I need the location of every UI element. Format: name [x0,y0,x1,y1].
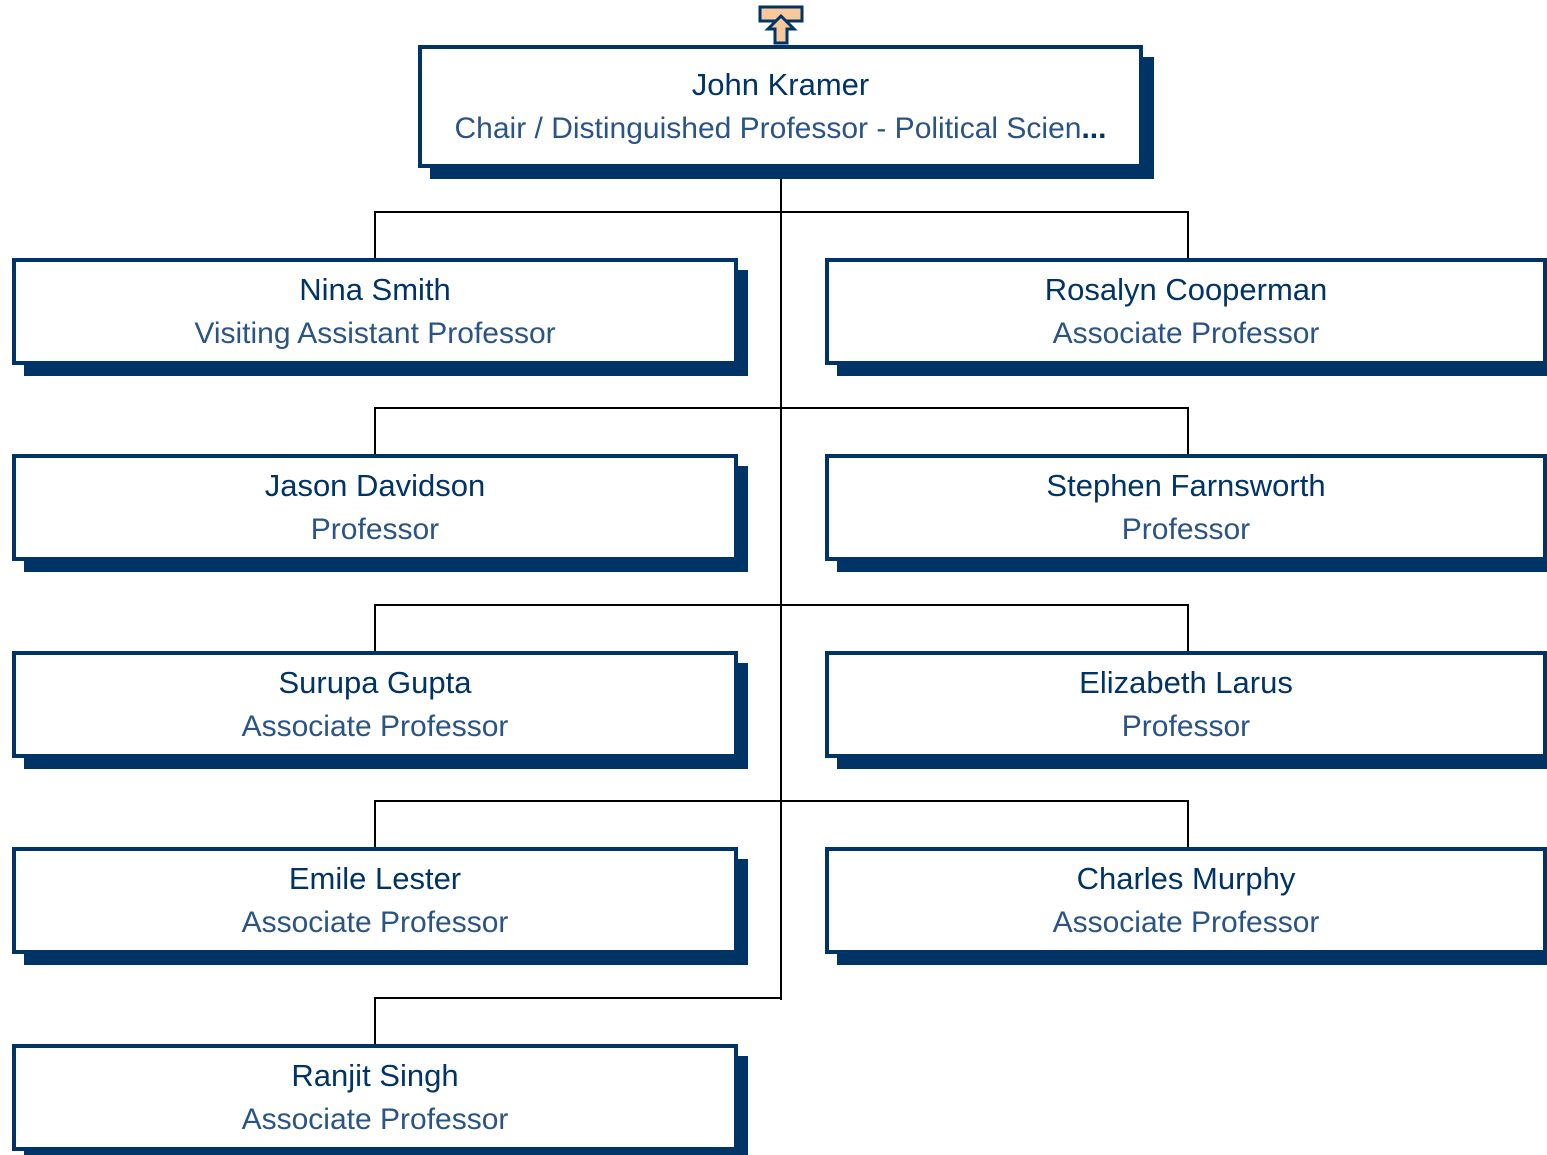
node-name: Rosalyn Cooperman [1044,271,1328,307]
node-name: Surupa Gupta [278,664,472,700]
node-name: Ranjit Singh [291,1057,459,1093]
title-truncation-ellipsis: ... [1081,111,1107,145]
node-name: Charles Murphy [1076,860,1296,896]
org-node[interactable]: Jason Davidson Professor [12,454,738,561]
connector-branch-row5 [374,997,782,999]
connector-branch-row3 [374,604,1189,606]
org-node[interactable]: Emile Lester Associate Professor [12,847,738,954]
connector-drop [374,211,376,260]
node-name: Nina Smith [299,271,451,307]
connector-drop [1187,800,1189,849]
org-node[interactable]: Stephen Farnsworth Professor [825,454,1547,561]
node-title: Associate Professor [241,709,509,743]
org-node-root[interactable]: John Kramer Chair / Distinguished Profes… [418,45,1143,168]
node-title: Professor [1121,512,1251,546]
up-arrow-icon[interactable] [757,4,805,46]
connector-drop [374,997,376,1046]
org-node[interactable]: Surupa Gupta Associate Professor [12,651,738,758]
org-node[interactable]: Nina Smith Visiting Assistant Professor [12,258,738,365]
node-name: Emile Lester [288,860,462,896]
connector-drop [1187,407,1189,456]
connector-drop [374,604,376,653]
org-node[interactable]: Elizabeth Larus Professor [825,651,1547,758]
org-node[interactable]: Rosalyn Cooperman Associate Professor [825,258,1547,365]
node-title: Visiting Assistant Professor [194,316,556,350]
node-title: Chair / Distinguished Professor - Politi… [455,107,1107,151]
node-title: Associate Professor [241,1102,509,1136]
org-node[interactable]: Charles Murphy Associate Professor [825,847,1547,954]
node-title-text: Chair / Distinguished Professor - Politi… [454,111,1082,145]
connector-drop [374,407,376,456]
org-node[interactable]: Ranjit Singh Associate Professor [12,1044,738,1151]
connector-drop [1187,211,1189,260]
node-title: Associate Professor [1052,316,1320,350]
node-title: Associate Professor [1052,905,1320,939]
connector-trunk [780,166,782,1000]
node-name: Jason Davidson [264,467,486,503]
connector-branch-row4 [374,800,1189,802]
connector-drop [374,800,376,849]
node-name: Stephen Farnsworth [1046,467,1326,503]
node-title: Associate Professor [241,905,509,939]
node-name: John Kramer [691,66,870,102]
node-title: Professor [1121,709,1251,743]
node-title: Professor [310,512,440,546]
node-name: Elizabeth Larus [1079,664,1293,700]
connector-branch-row1 [374,211,1189,213]
connector-branch-row2 [374,407,1189,409]
connector-drop [1187,604,1189,653]
